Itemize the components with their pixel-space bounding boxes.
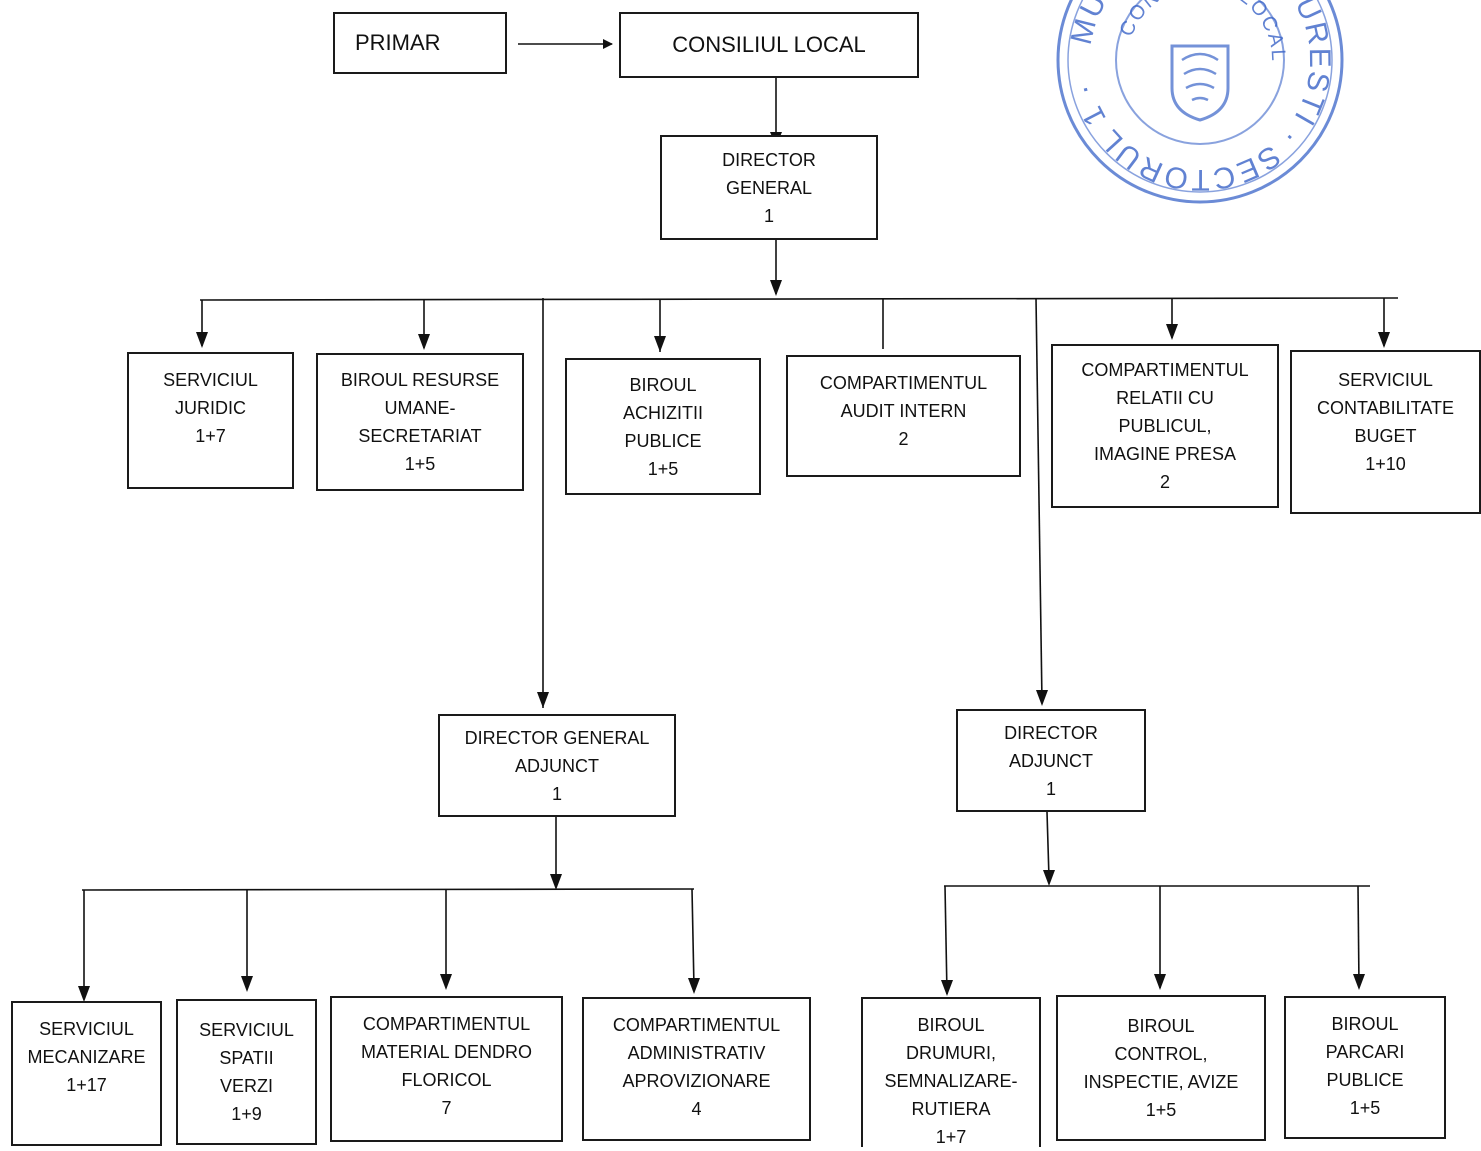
primar-box: PRIMAR (333, 12, 507, 74)
box-line: 1+5 (1145, 1100, 1177, 1120)
box-line: 1 (1045, 778, 1056, 799)
dept-biroul-achizitii: BIROUL ACHIZITII PUBLICE 1+5 (565, 358, 761, 495)
box-line: DIRECTOR (722, 149, 816, 170)
box-line: CONTABILITATE (1316, 398, 1454, 418)
stamp-seal: MUNICIPIUL BUCURESTI · SECTORUL 1 · CONS… (1056, 0, 1344, 204)
primar-label: PRIMAR (355, 30, 441, 55)
director-general-box: DIRECTOR GENERAL 1 (660, 135, 878, 240)
box-line: APROVIZIONARE (622, 1071, 771, 1091)
box-line: ADJUNCT (1009, 750, 1093, 771)
box-line: 1 (551, 783, 562, 804)
box-line: INSPECTIE, AVIZE (1083, 1072, 1239, 1092)
dept-serviciul-juridic: SERVICIUL JURIDIC 1+7 (127, 352, 294, 489)
box-line: MECANIZARE (27, 1047, 146, 1067)
box-line: 1+10 (1365, 454, 1406, 474)
box-line: IMAGINE PRESA (1093, 444, 1237, 464)
director-adjunct-box: DIRECTOR ADJUNCT 1 (956, 709, 1146, 812)
box-line: VERZI (219, 1076, 273, 1096)
box-line: SERVICIUL (199, 1020, 294, 1040)
box-line: 1+5 (647, 458, 679, 479)
box-line: 4 (691, 1099, 702, 1119)
box-line: GENERAL (725, 177, 813, 198)
main-bus (199, 297, 1399, 301)
box-line: PUBLICE (1326, 1070, 1404, 1090)
box-line: DIRECTOR GENERAL (464, 727, 650, 748)
unit-serviciul-spatii-verzi: SERVICIUL SPATII VERZI 1+9 (176, 999, 317, 1145)
box-line: 2 (898, 429, 909, 449)
box-line: BIROUL (1127, 1016, 1195, 1036)
box-line: 1+5 (404, 454, 436, 474)
box-line: BIROUL (1331, 1014, 1399, 1034)
box-line: 2 (1159, 472, 1170, 492)
box-line: 1+17 (66, 1075, 107, 1095)
box-line: SERVICIUL (163, 370, 258, 390)
unit-biroul-control: BIROUL CONTROL, INSPECTIE, AVIZE 1+5 (1056, 995, 1266, 1141)
unit-material-dendro-floricol: COMPARTIMENTUL MATERIAL DENDRO FLORICOL … (330, 996, 563, 1142)
consiliu-local-label: CONSILIUL LOCAL (672, 32, 866, 57)
box-line: BIROUL RESURSE (340, 370, 500, 390)
box-line: BUGET (1354, 426, 1417, 446)
box-line: 7 (441, 1098, 452, 1118)
dept-audit-intern: COMPARTIMENTUL AUDIT INTERN 2 (786, 355, 1021, 477)
box-line: BIROUL (629, 374, 697, 395)
box-line: ACHIZITII (623, 402, 703, 423)
consiliu-local-box: CONSILIUL LOCAL (619, 12, 919, 78)
box-line: COMPARTIMENTUL (362, 1014, 531, 1034)
box-line: PARCARI (1325, 1042, 1405, 1062)
box-line: 1+5 (1349, 1098, 1381, 1118)
box-line: SERVICIUL (1338, 370, 1433, 390)
box-line: DIRECTOR (1004, 722, 1098, 743)
box-line: 1+7 (195, 426, 226, 446)
dept-biroul-resurse-umane: BIROUL RESURSE UMANE- SECRETARIAT 1+5 (316, 353, 524, 491)
box-line: SEMNALIZARE- (884, 1071, 1018, 1091)
box-line: RELATII CU (1116, 388, 1214, 408)
box-line: PUBLICE (624, 430, 702, 451)
box-line: FLORICOL (401, 1070, 492, 1090)
dept-contabilitate-buget: SERVICIUL CONTABILITATE BUGET 1+10 (1290, 350, 1481, 514)
director-general-adjunct-box: DIRECTOR GENERAL ADJUNCT 1 (438, 714, 676, 817)
box-line: RUTIERA (911, 1099, 991, 1119)
unit-biroul-parcari: BIROUL PARCARI PUBLICE 1+5 (1284, 996, 1446, 1139)
box-line: ADMINISTRATIV (627, 1043, 766, 1063)
box-line: PUBLICUL, (1118, 416, 1212, 436)
box-line: 1 (763, 205, 774, 226)
box-line: DRUMURI, (906, 1043, 996, 1063)
unit-biroul-drumuri: BIROUL DRUMURI, SEMNALIZARE- RUTIERA 1+7 (861, 997, 1041, 1147)
box-line: SPATII (219, 1048, 274, 1068)
box-line: COMPARTIMENTUL (612, 1015, 781, 1035)
box-line: MATERIAL DENDRO (360, 1042, 533, 1062)
box-line: SERVICIUL (39, 1019, 134, 1039)
box-line: COMPARTIMENTUL (819, 373, 988, 393)
box-line: BIROUL (917, 1015, 985, 1035)
unit-administrativ-aprovizionare: COMPARTIMENTUL ADMINISTRATIV APROVIZIONA… (582, 997, 811, 1141)
box-line: SECRETARIAT (358, 426, 482, 446)
unit-serviciul-mecanizare: SERVICIUL MECANIZARE 1+17 (11, 1001, 162, 1146)
dept-relatii-publicul: COMPARTIMENTUL RELATII CU PUBLICUL, IMAG… (1051, 344, 1279, 508)
box-line: 1+7 (935, 1127, 967, 1147)
box-line: 1+9 (231, 1104, 262, 1124)
box-line: COMPARTIMENTUL (1081, 360, 1249, 380)
box-line: JURIDIC (175, 398, 246, 418)
box-line: ADJUNCT (515, 755, 599, 776)
box-line: UMANE- (384, 398, 456, 418)
box-line: AUDIT INTERN (840, 401, 967, 421)
box-line: CONTROL, (1114, 1044, 1208, 1064)
